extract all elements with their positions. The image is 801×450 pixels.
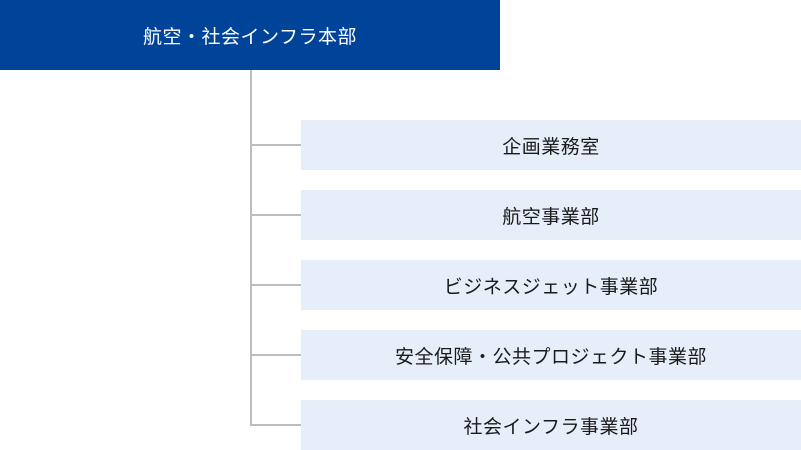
connector-trunk <box>250 70 252 426</box>
child-node-business-jet: ビジネスジェット事業部 <box>301 260 801 310</box>
child-node-label: ビジネスジェット事業部 <box>443 275 659 298</box>
child-node-label: 企画業務室 <box>502 135 600 158</box>
connector-branch-business-jet <box>250 284 301 286</box>
child-node-aviation: 航空事業部 <box>301 190 801 240</box>
connector-branch-aviation <box>250 214 301 216</box>
child-node-label: 社会インフラ事業部 <box>463 415 639 438</box>
connector-branch-planning <box>250 144 301 146</box>
root-node: 航空・社会インフラ本部 <box>0 0 500 70</box>
connector-branch-infrastructure <box>250 424 301 426</box>
child-node-security: 安全保障・公共プロジェクト事業部 <box>301 330 801 380</box>
child-node-label: 安全保障・公共プロジェクト事業部 <box>394 345 707 368</box>
child-node-infrastructure: 社会インフラ事業部 <box>301 400 801 450</box>
connector-branch-security <box>250 354 301 356</box>
child-node-planning: 企画業務室 <box>301 120 801 170</box>
root-node-label: 航空・社会インフラ本部 <box>143 25 357 48</box>
child-node-label: 航空事業部 <box>502 205 600 228</box>
